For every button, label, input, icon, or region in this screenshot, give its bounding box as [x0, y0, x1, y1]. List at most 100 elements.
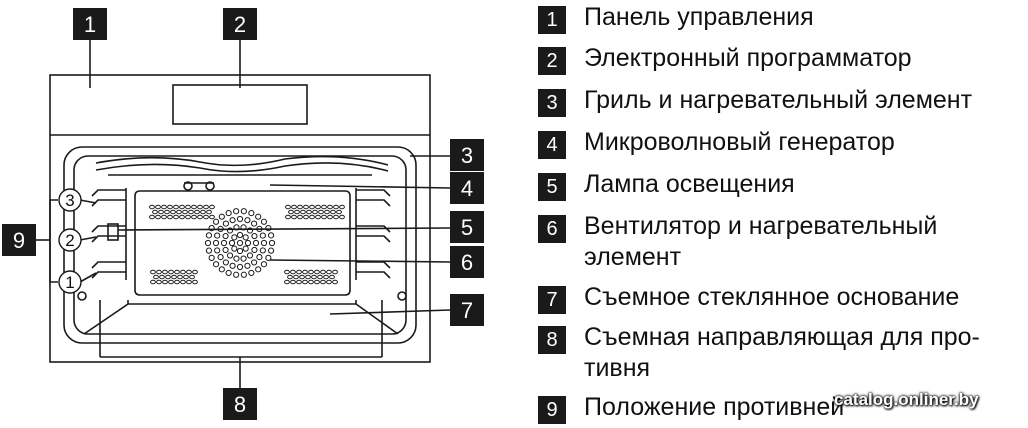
legend-item-9: 9 Положение противней — [538, 392, 844, 424]
vent-hole — [149, 204, 155, 210]
legend-text-2: Электронный программатор — [584, 44, 912, 72]
fan-hole — [256, 225, 263, 232]
vent-hole — [284, 279, 290, 285]
vent-hole — [311, 274, 317, 280]
vent-hole — [209, 214, 215, 220]
fan-hole — [267, 232, 275, 239]
legend-num-3: 3 — [538, 89, 566, 117]
legend-item-8: 8 Съемная направляющая для про- тивня — [538, 322, 980, 384]
callout-2-label: 2 — [234, 12, 246, 37]
vent-hole — [303, 204, 309, 210]
vent-hole — [321, 214, 327, 220]
legend-num-6: 6 — [538, 215, 566, 243]
vent-hole — [296, 279, 302, 285]
fan-hole — [212, 218, 220, 225]
legend-text-6: Вентилятор и нагревательный элемент — [584, 212, 938, 271]
fan-hole — [205, 232, 213, 239]
vent-hole — [185, 214, 191, 220]
vent-hole — [188, 209, 194, 215]
shelf-position-1-label: 1 — [65, 273, 74, 292]
fan-hole — [240, 255, 247, 262]
legend-text-9: Положение противней — [584, 393, 845, 421]
fan-hole — [226, 227, 234, 234]
fan-hole — [222, 220, 229, 227]
vent-hole — [291, 214, 297, 220]
vent-hole — [153, 274, 159, 280]
legend-num-1: 1 — [538, 6, 566, 34]
fan-hole — [240, 208, 247, 215]
vent-hole — [206, 209, 212, 215]
vent-hole — [186, 279, 192, 285]
vent-hole — [203, 204, 209, 210]
vent-hole — [177, 274, 183, 280]
legend-item-6: 6 Вентилятор и нагревательный элемент — [538, 211, 937, 273]
fan-hole — [217, 225, 224, 232]
vent-hole — [185, 204, 191, 210]
fan-hole — [231, 234, 238, 241]
vent-hole — [180, 269, 186, 275]
vent-hole — [297, 214, 303, 220]
vent-hole — [167, 214, 173, 220]
vent-hole — [165, 274, 171, 280]
fan-hole — [268, 239, 276, 247]
vent-hole — [297, 204, 303, 210]
watermark: catalog.onliner.by — [834, 390, 979, 409]
legend-text-1: Панель управления — [584, 3, 814, 31]
vent-hole — [300, 209, 306, 215]
vent-hole — [191, 204, 197, 210]
vent-hole — [332, 269, 338, 275]
fan-hole — [259, 232, 266, 239]
shelf-position-3: 3 — [58, 188, 82, 212]
vent-hole — [309, 214, 315, 220]
fan-hole — [229, 262, 236, 269]
fan-hole — [233, 224, 240, 231]
callout-9: 9 — [2, 224, 36, 256]
legend-text-8: Съемная направляющая для про- тивня — [584, 323, 980, 382]
legend-text-3: Гриль и нагревательный элемент — [584, 86, 973, 114]
legend-text-7: Съемное стеклянное основание — [584, 283, 960, 311]
vent-hole — [285, 204, 291, 210]
legend-text-4: Микроволновый генератор — [584, 128, 895, 156]
vent-hole — [314, 269, 320, 275]
fan-hole — [242, 245, 249, 252]
vent-hole — [171, 274, 177, 280]
fan-hole — [204, 239, 212, 247]
fan-hole — [248, 209, 255, 217]
fan-hole — [225, 209, 232, 217]
callout-9-label: 9 — [13, 228, 25, 253]
fan-hole — [244, 262, 251, 269]
callout-6: 6 — [450, 246, 484, 278]
vent-hole — [333, 214, 339, 220]
fan-hole — [236, 215, 244, 223]
vent-hole — [155, 214, 161, 220]
right-screw-icon — [397, 291, 407, 301]
fan-hole — [218, 213, 225, 220]
vent-hole — [174, 279, 180, 285]
fan-hole — [222, 232, 229, 240]
legend-num-2: 2 — [538, 47, 566, 75]
fan-hole — [240, 271, 247, 278]
vent-hole — [167, 204, 173, 210]
vent-hole — [173, 214, 179, 220]
vent-hole — [339, 204, 345, 210]
vent-hole — [200, 209, 206, 215]
fan-hole — [222, 246, 229, 254]
vent-hole — [302, 269, 308, 275]
vent-hole — [192, 279, 198, 285]
vent-hole — [327, 214, 333, 220]
legend-item-7: 7 Съемное стеклянное основание — [538, 282, 959, 314]
fan-hole — [205, 247, 213, 254]
fan-hole — [231, 245, 238, 252]
legend: 1 Панель управления 2 Электронный програ… — [538, 0, 1028, 428]
fan-hole — [236, 231, 244, 239]
back-panel — [134, 190, 351, 296]
vent-hole — [326, 279, 332, 285]
callout-8-label: 8 — [234, 392, 246, 417]
vent-hole — [150, 279, 156, 285]
fan-hole — [222, 259, 229, 266]
vent-hole — [326, 269, 332, 275]
glass-base — [83, 303, 399, 335]
fan-hole — [220, 239, 228, 247]
vent-hole — [321, 204, 327, 210]
callout-4-label: 4 — [461, 176, 473, 201]
